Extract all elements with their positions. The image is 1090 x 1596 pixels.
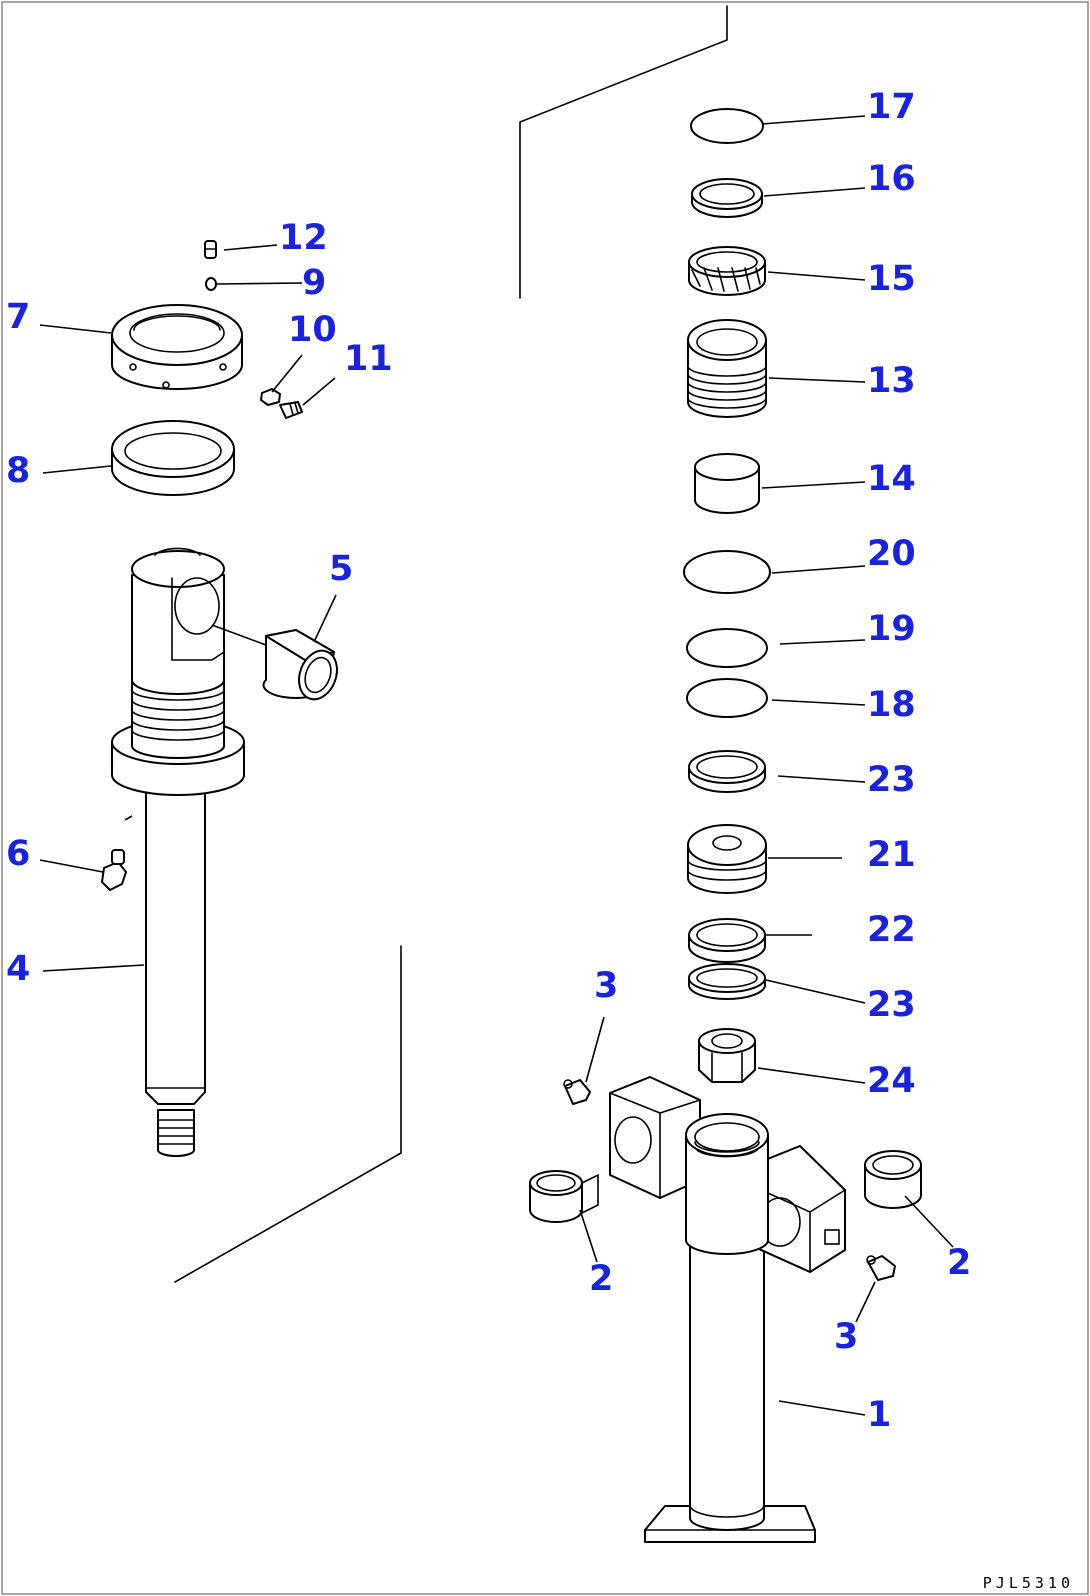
callout-23-upper: 23 [867, 760, 916, 800]
callout-2-left: 2 [589, 1259, 614, 1299]
drawing-code: PJL5310 [982, 1574, 1074, 1592]
part-13-threaded-bushing [687, 319, 767, 418]
part-2-bushing-left [529, 1170, 599, 1223]
part-22-ring [688, 918, 766, 963]
callout-5: 5 [329, 549, 354, 589]
part-1-cylinder-body [609, 1076, 846, 1543]
callout-20: 20 [867, 534, 916, 574]
callout-8: 8 [6, 451, 31, 491]
callout-24: 24 [867, 1061, 916, 1101]
part-16-ring [691, 178, 763, 218]
part-2-bushing-right [864, 1150, 922, 1209]
callout-16: 16 [867, 159, 916, 199]
callout-17: 17 [867, 87, 916, 127]
part-3-grease-fitting-lower [866, 1255, 896, 1281]
callout-23-lower: 23 [867, 985, 916, 1025]
part-18-ring [686, 678, 768, 718]
assembly-bracket-right [519, 5, 728, 299]
part-23-ring-upper [688, 750, 766, 793]
part-24-nut [698, 1028, 756, 1083]
callout-15: 15 [867, 259, 916, 299]
callout-18: 18 [867, 685, 916, 725]
part-6-grease-fitting [101, 849, 127, 891]
part-7-gland-nut [111, 304, 243, 390]
part-9-plug [205, 277, 217, 291]
assembly-bracket-left [174, 945, 402, 1283]
part-15-ring [688, 246, 766, 296]
callout-6: 6 [6, 834, 31, 874]
part-19-ring [686, 628, 768, 668]
leader-lines [39, 115, 954, 1416]
part-11-screw [279, 401, 303, 419]
callout-14: 14 [867, 459, 916, 499]
callout-12: 12 [279, 218, 328, 258]
callout-22: 22 [867, 910, 916, 950]
part-17-ring [690, 108, 764, 144]
part-21-piston [687, 824, 767, 894]
part-23-ring-lower [688, 963, 766, 1000]
part-8-wear-ring [111, 420, 235, 496]
callout-9: 9 [302, 263, 327, 303]
callout-11: 11 [344, 339, 393, 379]
callout-19: 19 [867, 609, 916, 649]
callout-10: 10 [288, 310, 337, 350]
part-4-piston-rod [111, 547, 245, 1157]
callout-21: 21 [867, 835, 916, 875]
part-12-bolt [204, 240, 217, 259]
part-3-grease-fitting-upper [563, 1079, 591, 1105]
callout-1: 1 [867, 1395, 892, 1435]
callout-3-lower: 3 [834, 1317, 859, 1357]
callout-13: 13 [867, 361, 916, 401]
part-20-o-ring [683, 550, 771, 594]
callout-4: 4 [6, 949, 31, 989]
part-5-pin-bushing [262, 629, 338, 701]
part-14-cup [694, 453, 760, 514]
callout-7: 7 [6, 297, 31, 337]
callout-2-right: 2 [947, 1243, 972, 1283]
part-10-nut [260, 388, 281, 406]
callout-3-upper: 3 [594, 966, 619, 1006]
